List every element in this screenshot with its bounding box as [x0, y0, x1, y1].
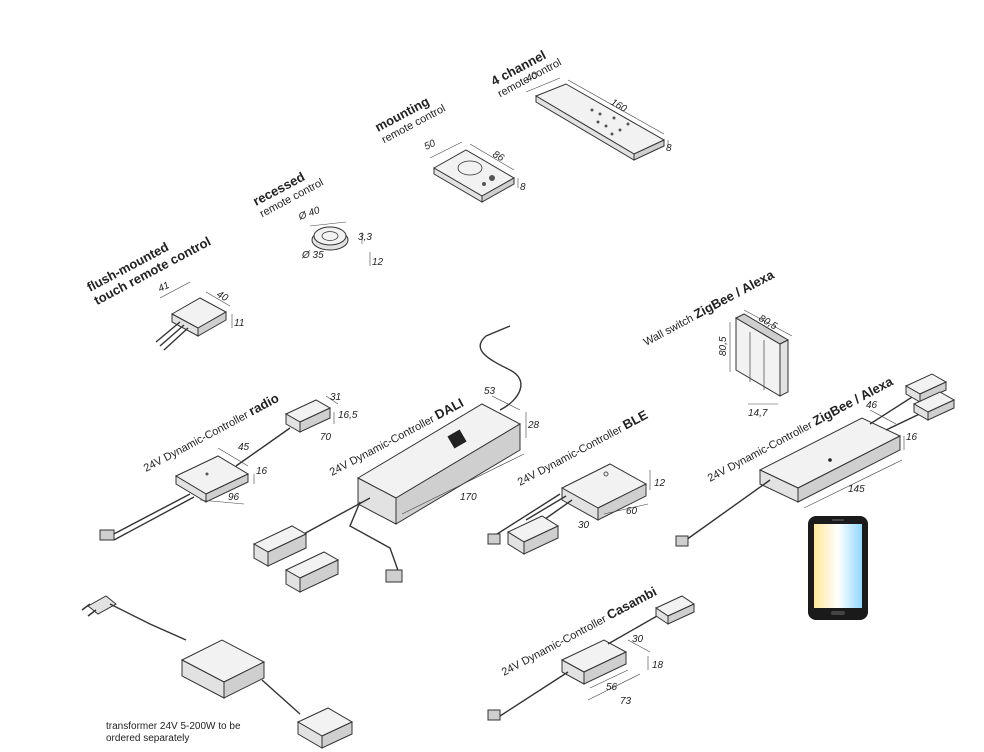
recessed-remote: recessed remote control Ø 40 Ø 35 3,3 12 — [250, 169, 384, 268]
recessed-dim-inner: Ø 35 — [301, 250, 324, 261]
transformer-note: transformer 24V 5-200W to be ordered sep… — [106, 721, 276, 745]
radio-dim-c: 70 — [320, 432, 332, 443]
smartphone-icon — [808, 516, 868, 620]
transformer-note-line2: ordered separately — [106, 733, 190, 744]
radio-dim-b: 16,5 — [338, 410, 358, 421]
mounting-remote: mounting remote control 50 86 8 — [372, 94, 526, 203]
flush-dim-l: 40 — [215, 289, 231, 304]
recessed-dim-h2: 12 — [372, 257, 384, 268]
flush-mounted-remote: flush-mounted touch remote control 41 40… — [84, 234, 244, 351]
wall-switch-dim-d: 14,7 — [748, 408, 768, 419]
mounting-dim-width: 50 — [423, 138, 438, 153]
ble-dim-c: 60 — [626, 506, 638, 517]
controller-dali: 24V Dynamic-Controller DALI 53 28 170 — [252, 325, 540, 593]
mounting-dim-length: 86 — [491, 149, 507, 164]
ble-bold: BLE — [620, 407, 650, 433]
controller-casambi: 24V Dynamic-Controller Casambi 30 18 56 … — [487, 584, 696, 721]
casambi-dim-a: 30 — [632, 634, 644, 645]
dali-dim-b: 28 — [527, 420, 540, 431]
radio-dim-f: 96 — [228, 492, 240, 503]
recessed-dim-h1: 3,3 — [358, 232, 372, 243]
casambi-dim-c: 56 — [606, 682, 618, 693]
wall-switch: Wall switch ZigBee / Alexa 80,5 80,5 14,… — [642, 266, 793, 419]
transformer-note-line1: transformer 24V 5-200W to be — [106, 721, 241, 732]
zigbee-dim-c: 145 — [848, 484, 865, 495]
zigbee-dim-b: 16 — [906, 432, 918, 443]
radio-dim-e: 16 — [256, 466, 268, 477]
flush-dim-w: 41 — [157, 280, 172, 295]
casambi-bold: Casambi — [604, 584, 659, 623]
wall-switch-dim-h: 80,5 — [718, 336, 729, 356]
transformer — [81, 595, 354, 749]
radio-bold: radio — [246, 390, 281, 418]
ble-dim-a: 12 — [654, 478, 666, 489]
radio-dim-d: 45 — [238, 442, 250, 453]
recessed-dim-outer: Ø 40 — [296, 205, 321, 223]
dali-dim-a: 53 — [484, 386, 496, 397]
radio-prefix: 24V Dynamic-Controller — [142, 408, 253, 475]
casambi-dim-b: 18 — [652, 660, 664, 671]
four-channel-dim-height: 8 — [666, 143, 672, 154]
mounting-dim-height: 8 — [520, 182, 526, 193]
zigbee-bold: ZigBee / Alexa — [810, 373, 896, 428]
flush-dim-h: 11 — [234, 318, 244, 329]
radio-dim-a: 31 — [330, 392, 341, 403]
four-channel-dim-width: 40 — [525, 70, 540, 85]
casambi-dim-d: 73 — [620, 696, 632, 707]
wall-switch-prefix: Wall switch — [642, 311, 699, 349]
zigbee-dim-a: 46 — [866, 400, 878, 411]
controller-radio: 24V Dynamic-Controller radio 31 16,5 70 … — [99, 390, 358, 541]
ble-dim-b: 30 — [578, 520, 590, 531]
dali-dim-c: 170 — [460, 492, 477, 503]
four-channel-remote: 4 channel remote control 40 160 8 — [488, 47, 672, 161]
